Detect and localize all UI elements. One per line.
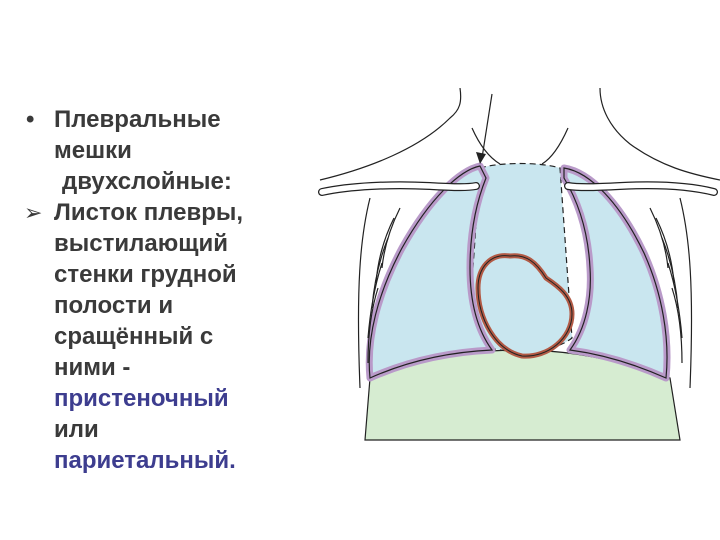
pleura-diagram [318, 88, 720, 441]
term-parietal-ru: пристеночный [54, 385, 229, 412]
left-clavicle-fill [319, 182, 479, 195]
bullet-line-1: Плевральные [54, 106, 221, 133]
right-clavicle-fill [565, 182, 717, 195]
sub-line-5: сращённый с [54, 323, 214, 350]
left-lung-outline [368, 165, 494, 379]
sub-line-2: выстилающий [54, 230, 228, 257]
arrow-bullet-icon: ➢ [24, 200, 43, 225]
right-ribs [649, 197, 693, 389]
sub-line-3: стенки грудной [54, 261, 237, 288]
bullet-item: • Плевральные мешки двухслойные: [22, 104, 312, 197]
sub-line-6: ними - [54, 354, 131, 381]
sub-line-4: полости и [54, 292, 174, 319]
pointer-arrow [476, 93, 493, 164]
bullet-line-3: двухслойные: [62, 168, 232, 195]
right-lung-outline [563, 167, 668, 379]
heart-outline [477, 255, 573, 357]
term-parietal: париетальный. [54, 447, 236, 474]
slide-text: • Плевральные мешки двухслойные: ➢ Листо… [22, 104, 312, 476]
sub-line-or: или [54, 416, 99, 443]
bullet-dot-icon: • [26, 106, 35, 133]
neck-shoulders [319, 88, 720, 181]
left-ribs [357, 197, 401, 389]
sub-line-1: Листок плевры, [54, 199, 244, 226]
sub-bullet-item: ➢ Листок плевры, выстилающий стенки груд… [22, 197, 312, 476]
bullet-line-2: мешки [54, 137, 132, 164]
